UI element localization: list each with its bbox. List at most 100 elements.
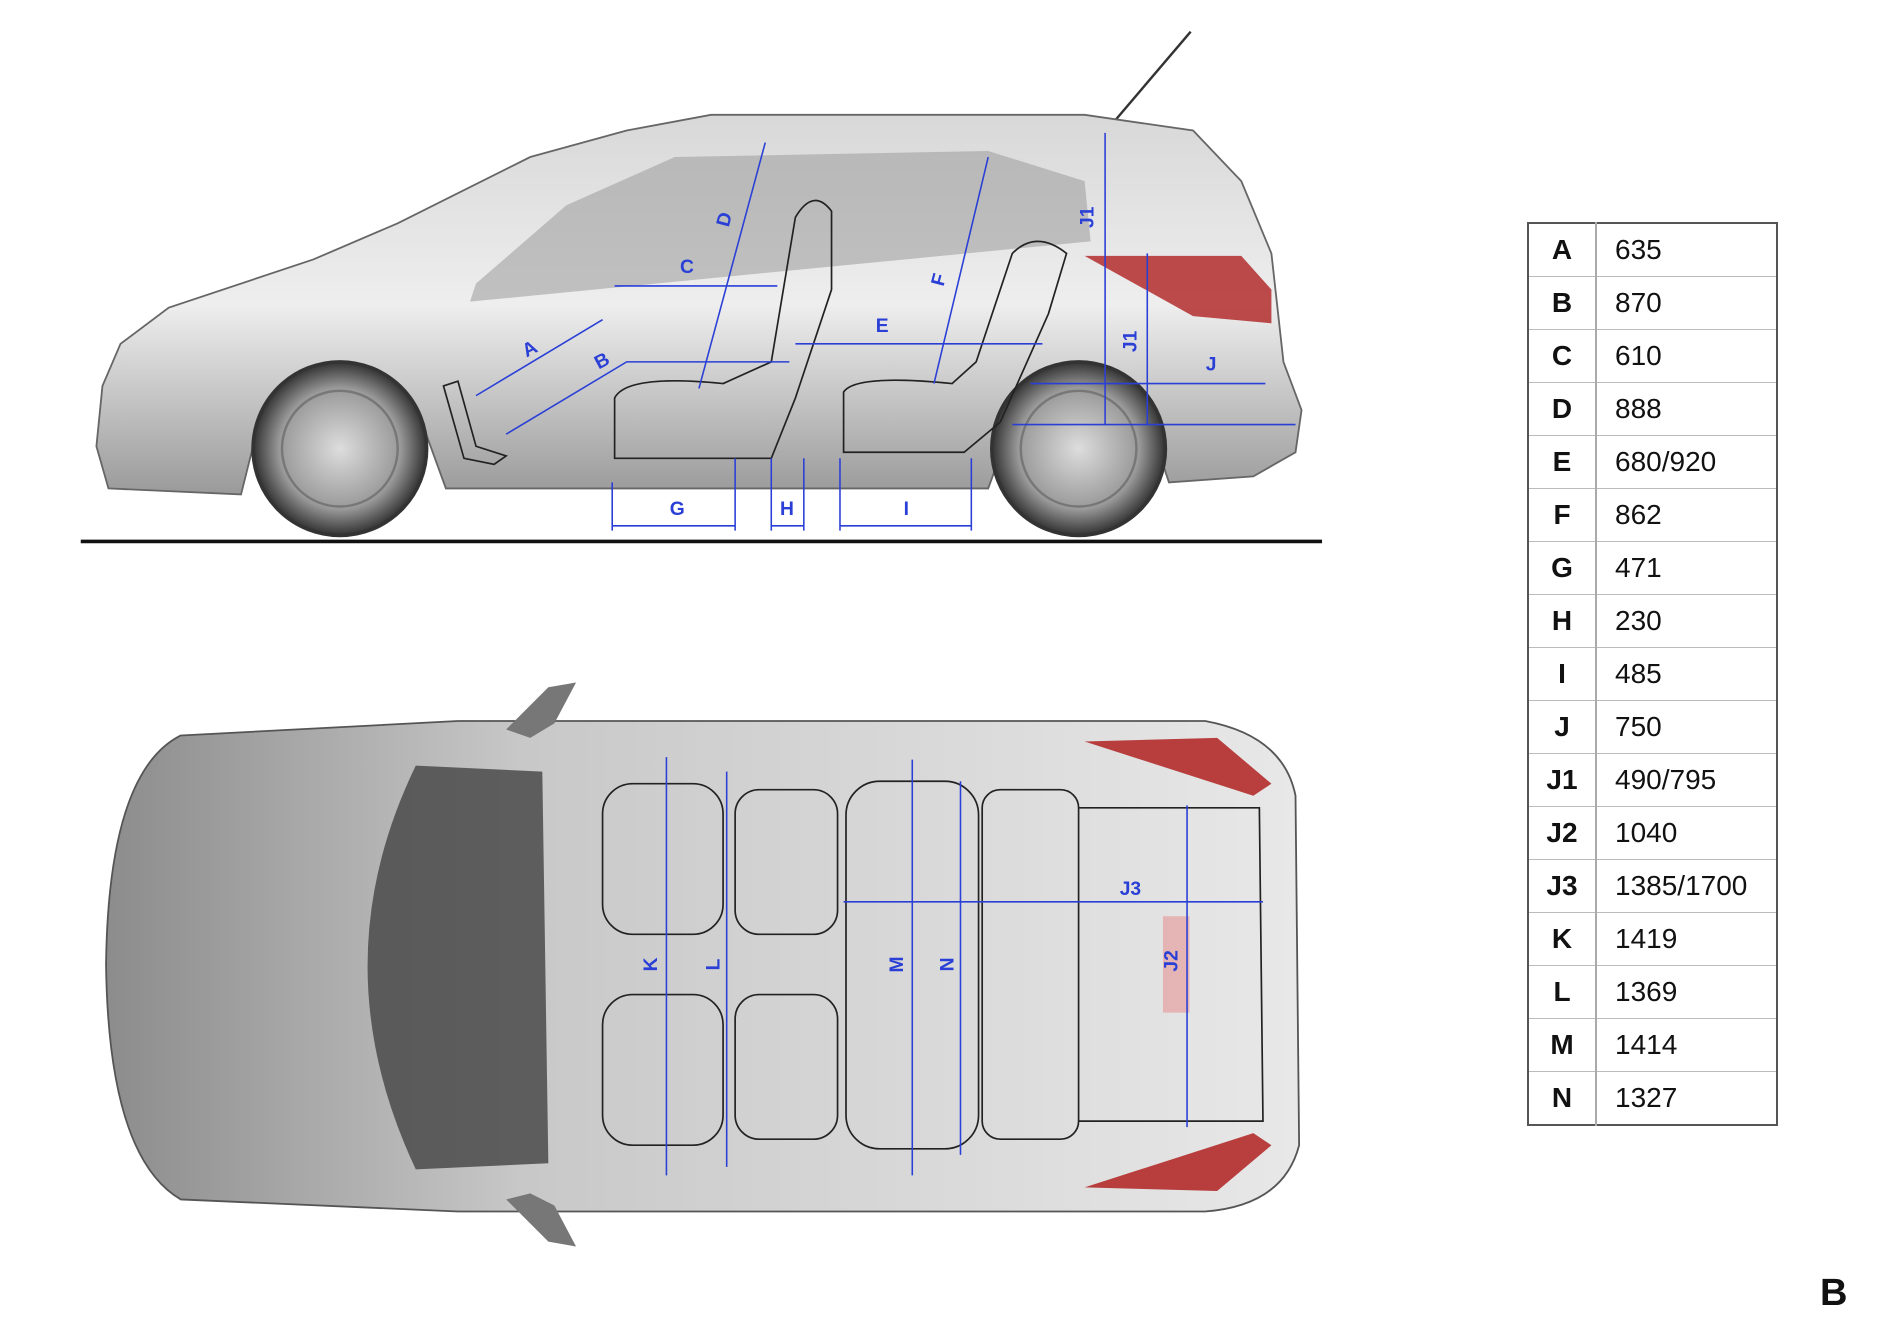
dimension-value: 862	[1595, 488, 1778, 542]
dimension-value: 490/795	[1595, 753, 1778, 807]
dimension-value: 635	[1595, 222, 1778, 277]
antenna	[1113, 30, 1192, 122]
dim-line-f	[933, 156, 989, 384]
mirror-right	[506, 1193, 577, 1247]
dimension-key: J2	[1527, 806, 1597, 860]
front-seat-right	[601, 993, 724, 1147]
label-l: L	[704, 958, 725, 970]
label-j1-upper: J1	[1077, 206, 1098, 228]
dimension-key: M	[1527, 1018, 1597, 1072]
dimension-key: A	[1527, 222, 1597, 277]
dim-line-d	[698, 142, 767, 389]
rear-light-top-right	[1084, 1133, 1272, 1192]
dimension-key: N	[1527, 1071, 1597, 1126]
dimension-key: K	[1527, 912, 1597, 966]
dimension-value: 1385/1700	[1595, 859, 1778, 913]
dimension-value: 610	[1595, 329, 1778, 383]
dimension-key: C	[1527, 329, 1597, 383]
rear-light-side	[1084, 255, 1272, 324]
front-seat-left	[601, 782, 724, 936]
dimension-value: 888	[1595, 382, 1778, 436]
label-c: C	[680, 257, 694, 278]
label-g: G	[670, 499, 685, 520]
number-plate	[1162, 916, 1190, 1013]
label-n: N	[938, 957, 959, 971]
rear-seat-backs	[981, 788, 1080, 1141]
front-seat-back-left	[734, 788, 839, 936]
top-dimensions: K L M N J3 J2	[641, 757, 1263, 1176]
dimension-key: J1	[1527, 753, 1597, 807]
cargo-area	[1078, 806, 1264, 1122]
label-j3: J3	[1120, 879, 1142, 900]
dim-line-a	[475, 319, 603, 397]
dimension-value: 1369	[1595, 965, 1778, 1019]
label-f: F	[928, 271, 951, 288]
dimension-key: G	[1527, 541, 1597, 595]
dimension-key: L	[1527, 965, 1597, 1019]
side-dimensions: A B C D E F G H I J J1 J1	[475, 132, 1296, 531]
front-rim	[280, 389, 399, 508]
dimension-key: F	[1527, 488, 1597, 542]
dimension-key: J	[1527, 700, 1597, 754]
label-h: H	[780, 499, 794, 520]
dimension-key: B	[1527, 276, 1597, 330]
pedal-outline	[442, 380, 509, 466]
side-windows	[470, 150, 1091, 302]
dim-line-b	[505, 361, 790, 435]
front-seat-back-right	[734, 993, 839, 1141]
rear-seat-outline	[842, 240, 1068, 454]
side-view: A B C D E F G H I J J1 J1	[80, 30, 1323, 544]
car-body-top	[105, 720, 1301, 1213]
label-m: M	[887, 956, 908, 972]
dimension-key: E	[1527, 435, 1597, 489]
rear-light-top-left	[1084, 737, 1272, 796]
front-seat-outline	[613, 199, 833, 460]
page-marker: B	[1820, 1272, 1848, 1314]
dimension-value: 471	[1595, 541, 1778, 595]
label-j: J	[1206, 355, 1217, 376]
mirror-left	[506, 682, 577, 738]
dimension-value: 1327	[1595, 1071, 1778, 1126]
dimension-value: 1414	[1595, 1018, 1778, 1072]
label-k: K	[641, 957, 662, 971]
dimension-value: 750	[1595, 700, 1778, 754]
rear-wheel	[990, 360, 1168, 538]
label-e: E	[876, 316, 889, 337]
windscreen	[367, 765, 549, 1170]
dimension-value: 485	[1595, 647, 1778, 701]
dimension-key: I	[1527, 647, 1597, 701]
dimension-value: 1419	[1595, 912, 1778, 966]
dimension-value: 1040	[1595, 806, 1778, 860]
dimension-value: 230	[1595, 594, 1778, 648]
label-j1-lower: J1	[1121, 330, 1142, 352]
label-d: D	[713, 210, 737, 229]
dimension-key: D	[1527, 382, 1597, 436]
dimension-value: 870	[1595, 276, 1778, 330]
front-wheel	[251, 360, 429, 538]
dimension-key: J3	[1527, 859, 1597, 913]
top-view: K L M N J3 J2	[105, 682, 1301, 1247]
label-i: I	[904, 499, 909, 520]
dimension-value: 680/920	[1595, 435, 1778, 489]
rear-rim	[1019, 389, 1138, 508]
label-j2: J2	[1162, 950, 1183, 971]
dimension-key: H	[1527, 594, 1597, 648]
